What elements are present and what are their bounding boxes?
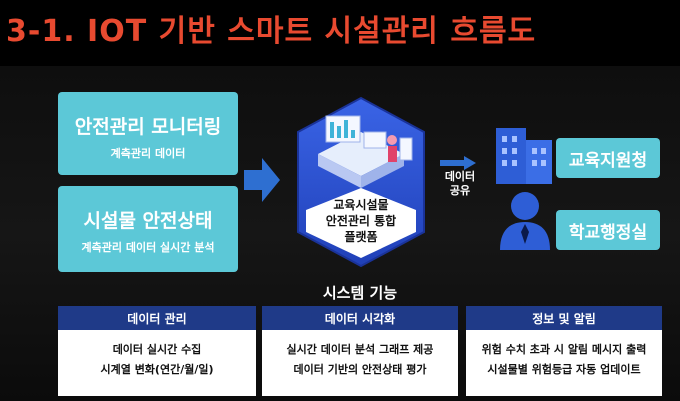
share-line-2: 공유	[449, 184, 471, 197]
function-item: 데이터 실시간 수집	[112, 343, 202, 356]
education-office-box: 교육지원청	[556, 138, 660, 178]
share-label: 데이터 공유	[438, 170, 482, 198]
monitoring-subtitle: 계측관리 데이터	[110, 147, 186, 160]
safety-status-title: 시설물 안전상태	[83, 210, 213, 232]
function-item: 시계열 변화(연간/월/일)	[100, 363, 214, 376]
safety-status-subtitle: 계측관리 데이터 실시간 분석	[81, 241, 215, 254]
school-admin-box: 학교행정실	[556, 210, 660, 250]
building-icon	[496, 128, 552, 184]
function-item: 시설물별 위험등급 자동 업데이트	[487, 363, 641, 376]
function-card-visualization: 데이터 시각화 실시간 데이터 분석 그래프 제공 데이터 기반의 안전상태 평…	[262, 306, 458, 396]
function-card-title: 데이터 시각화	[262, 306, 458, 330]
flow-arrow-right-icon	[244, 158, 280, 202]
platform-hexagon	[292, 92, 430, 272]
function-item: 데이터 기반의 안전상태 평가	[293, 363, 427, 376]
function-item: 위험 수치 초과 시 알림 메시지 출력	[481, 343, 647, 356]
monitoring-title: 안전관리 모니터링	[74, 116, 222, 138]
platform-line-3: 플랫폼	[344, 230, 378, 244]
platform-illustration-icon	[297, 96, 425, 268]
person-icon	[500, 192, 550, 250]
share-line-1: 데이터	[444, 170, 476, 183]
safety-status-box: 시설물 안전상태 계측관리 데이터 실시간 분석	[58, 186, 238, 272]
monitoring-box: 안전관리 모니터링 계측관리 데이터	[58, 92, 238, 175]
platform-label: 교육시설물 안전관리 통합 플랫폼	[292, 197, 430, 245]
function-card-alerts: 정보 및 알림 위험 수치 초과 시 알림 메시지 출력 시설물별 위험등급 자…	[466, 306, 662, 396]
platform-line-1: 교육시설물	[333, 198, 389, 212]
function-item: 실시간 데이터 분석 그래프 제공	[286, 343, 434, 356]
flow-arrow-share-icon	[440, 156, 476, 170]
page-title: 3-1. IOT 기반 스마트 시설관리 흐름도	[6, 14, 537, 49]
platform-line-2: 안전관리 통합	[325, 214, 397, 228]
function-card-title: 정보 및 알림	[466, 306, 662, 330]
function-card-data-management: 데이터 관리 데이터 실시간 수집 시계열 변화(연간/월/일)	[58, 306, 256, 396]
system-function-label: 시스템 기능	[322, 284, 398, 302]
function-card-title: 데이터 관리	[58, 306, 256, 330]
